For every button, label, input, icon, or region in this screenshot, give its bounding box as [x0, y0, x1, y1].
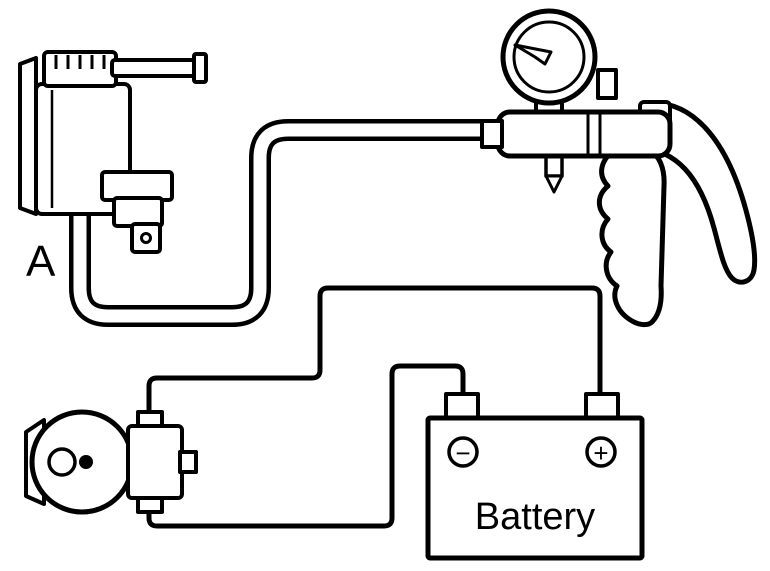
valve-side-pipe	[110, 58, 200, 78]
valve-pipe-endcap	[192, 52, 208, 84]
pump-bleed-valve	[544, 154, 564, 178]
valve-connector-flange	[100, 170, 174, 202]
valve-cap-ridges	[54, 55, 106, 69]
pump-body	[495, 109, 673, 159]
pump-top-port	[596, 68, 618, 100]
wire-to-negative-terminal	[146, 363, 466, 529]
valve-mount-bracket	[18, 56, 38, 216]
solenoid-valve: A	[18, 50, 208, 286]
component-a-label: A	[26, 237, 56, 286]
battery: − + Battery	[425, 392, 645, 561]
negative-symbol-circle	[447, 436, 479, 468]
wire-to-positive-terminal	[146, 285, 603, 417]
valve-connector-block	[112, 196, 164, 228]
sensor-pin	[79, 455, 93, 469]
hose-inner	[73, 123, 490, 323]
sensor-side-nub	[178, 450, 198, 474]
pump-hose-fitting	[480, 119, 504, 149]
gauge-needle	[513, 43, 553, 66]
vacuum-hose	[69, 119, 490, 327]
negative-symbol: −	[455, 438, 470, 468]
pump-trigger-grip	[596, 147, 667, 328]
sensor-port	[47, 447, 77, 477]
battery-label: Battery	[475, 496, 595, 538]
sensor-unit	[24, 409, 198, 515]
positive-symbol: +	[593, 438, 608, 468]
positive-symbol-circle	[585, 436, 617, 468]
sensor-connector	[126, 424, 184, 500]
valve-terminal-hole	[140, 232, 152, 244]
hand-vacuum-pump	[480, 8, 758, 328]
pump-bleed-valve-tip	[544, 174, 564, 194]
